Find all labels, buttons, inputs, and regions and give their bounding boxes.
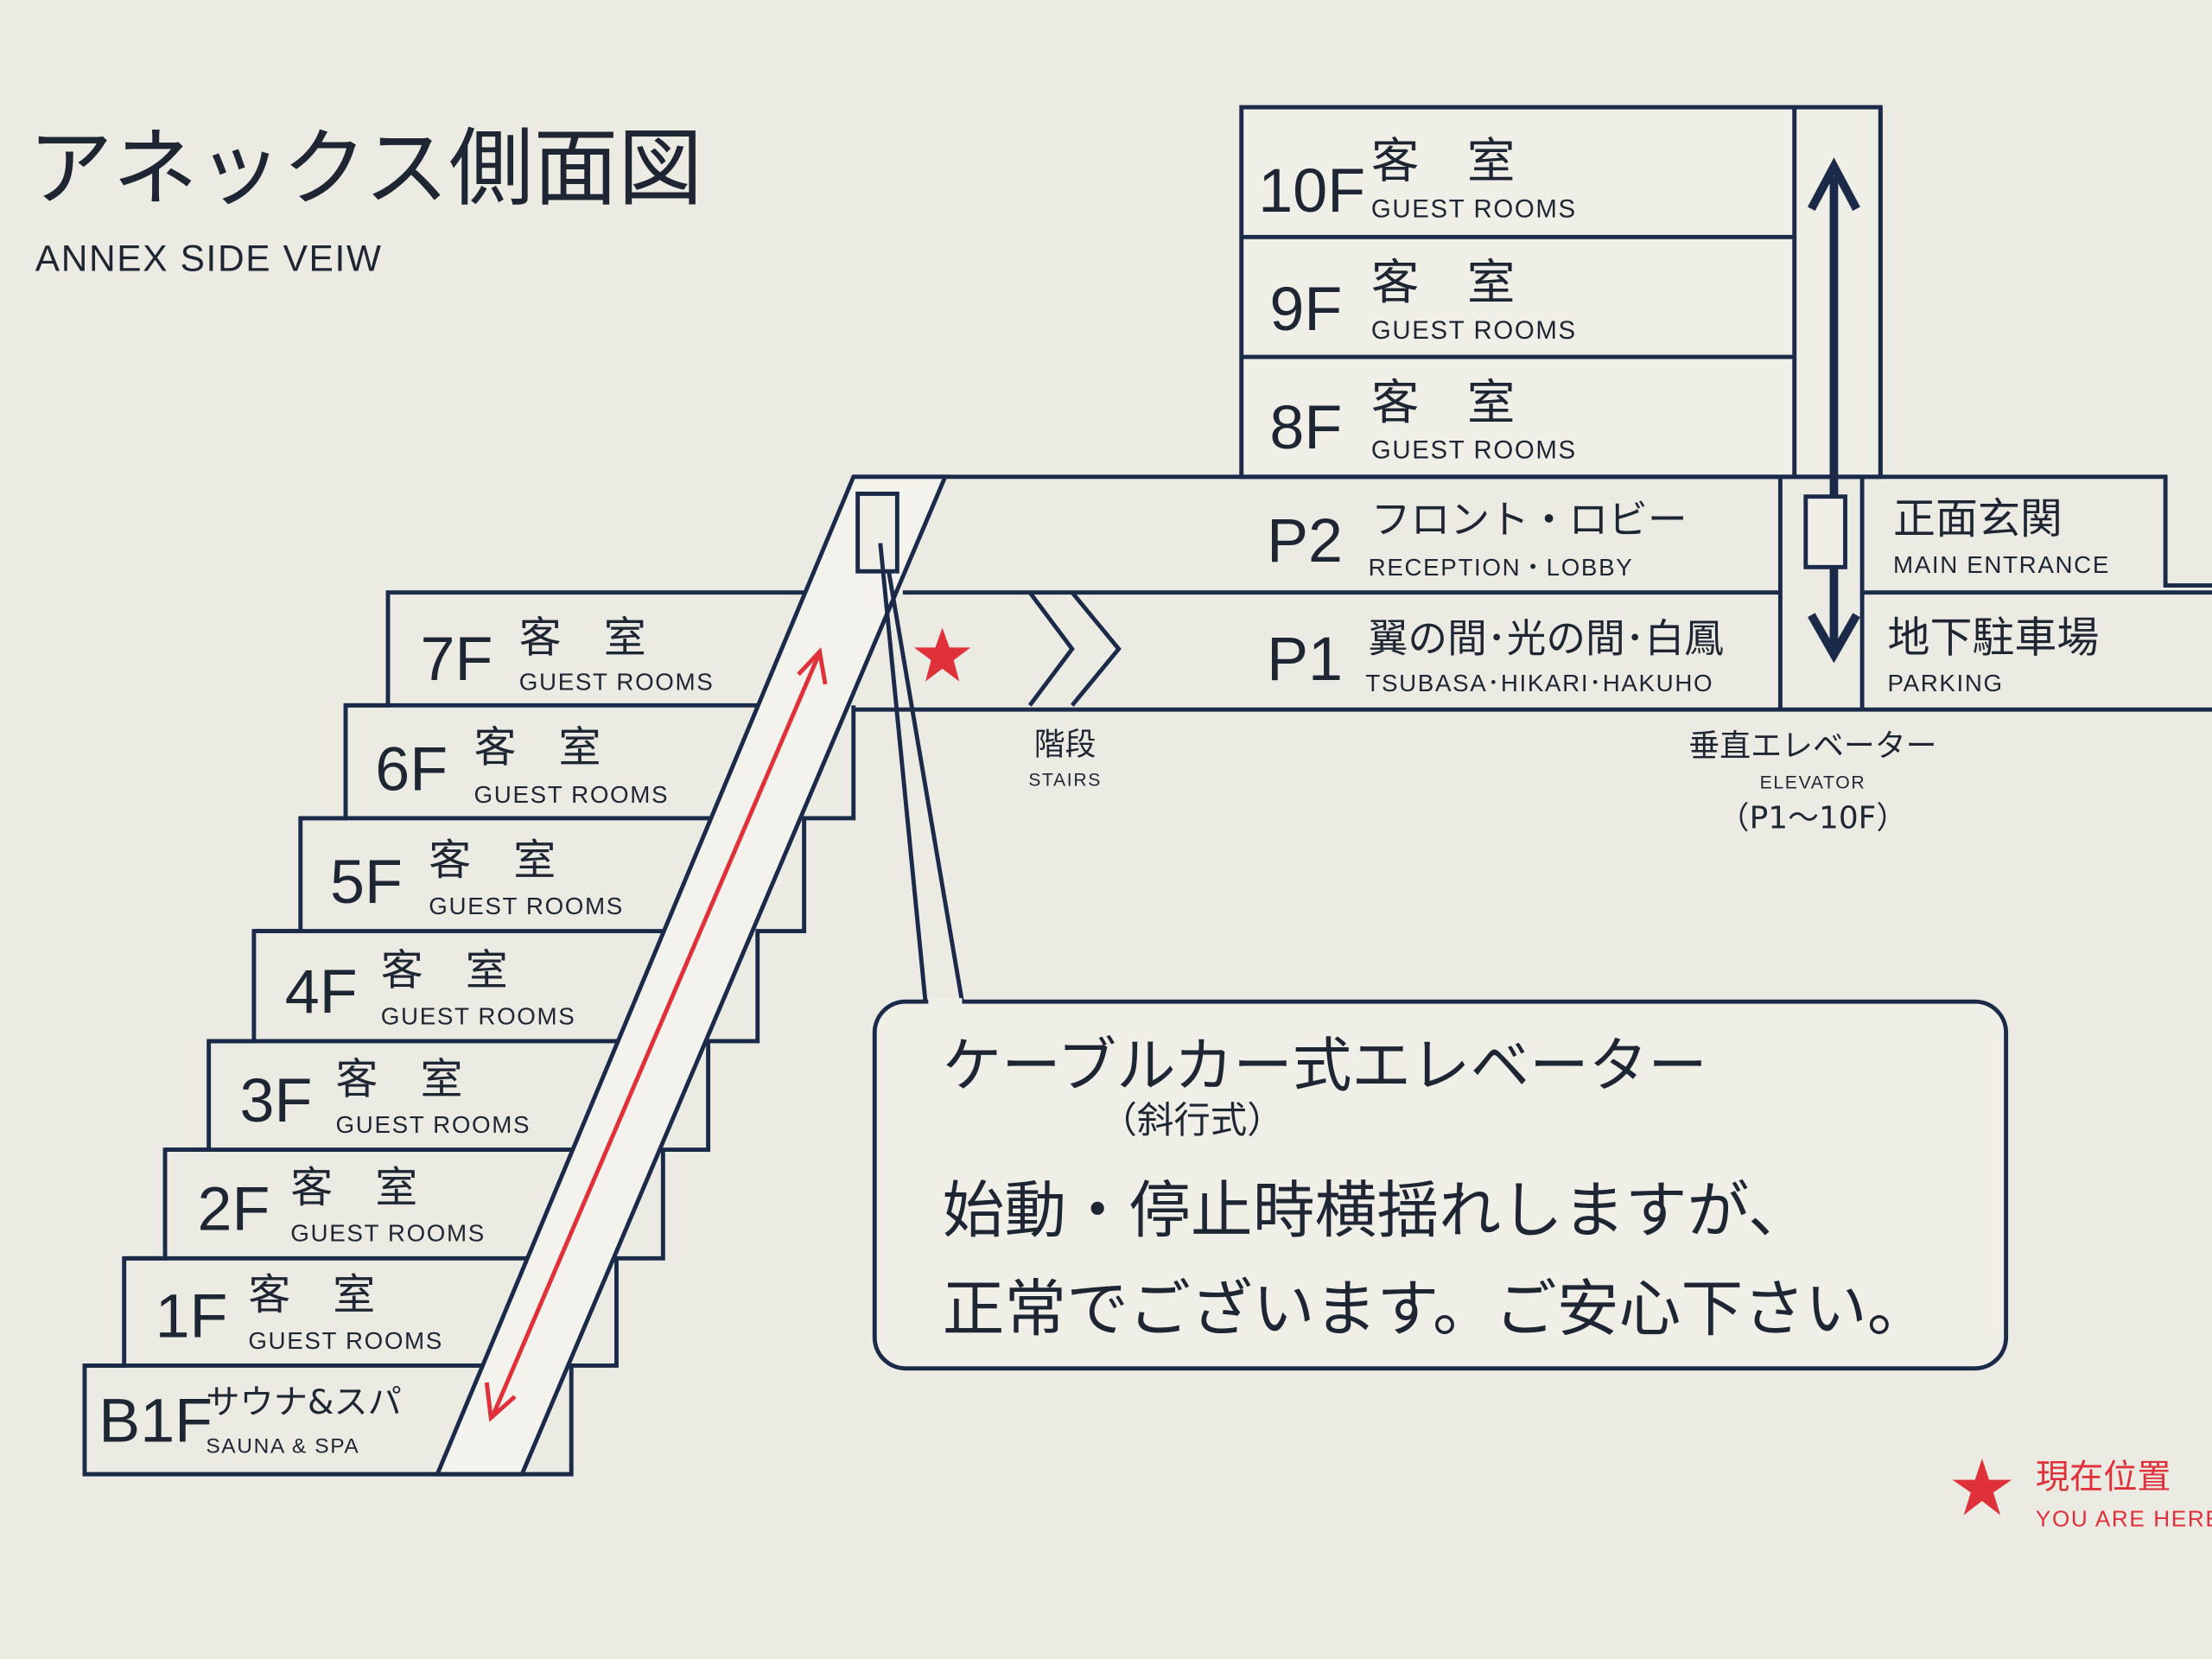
svg-text:現在位置: 現在位置	[2036, 1458, 2171, 1497]
stairs-label: 階段 STAIRS	[1028, 727, 1102, 790]
svg-text:ELEVATOR: ELEVATOR	[1760, 773, 1866, 793]
svg-text:1F: 1F	[156, 1282, 228, 1351]
svg-text:客 室: 客 室	[248, 1270, 375, 1319]
svg-text:地下駐車場: 地下駐車場	[1887, 613, 2099, 662]
elevator-label: 垂直エレベーター ELEVATOR （P1～10F）	[1688, 728, 1936, 836]
stair-floor: 1F 客 室 GUEST ROOMS	[156, 1270, 443, 1354]
svg-text:B1F: B1F	[99, 1387, 213, 1456]
tower-floor: 8F 客 室 GUEST ROOMS	[1269, 375, 1577, 465]
svg-text:翼の間･光の間･白鳳: 翼の間･光の間･白鳳	[1369, 615, 1724, 661]
star-icon	[1952, 1459, 2012, 1516]
svg-text:客 室: 客 室	[336, 1054, 463, 1103]
cable-car-double-arrow-icon	[484, 647, 828, 1422]
lobby-bands	[853, 107, 2212, 712]
svg-text:GUEST ROOMS: GUEST ROOMS	[1371, 194, 1577, 223]
svg-text:GUEST ROOMS: GUEST ROOMS	[519, 668, 715, 695]
svg-text:客 室: 客 室	[519, 613, 646, 662]
svg-text:9F: 9F	[1269, 275, 1342, 344]
svg-text:GUEST ROOMS: GUEST ROOMS	[474, 781, 670, 808]
svg-text:客 室: 客 室	[290, 1163, 417, 1212]
svg-text:6F: 6F	[375, 734, 448, 804]
svg-text:客 室: 客 室	[381, 946, 508, 995]
svg-text:始動・停止時横揺れしますが、: 始動・停止時横揺れしますが、	[943, 1173, 1810, 1246]
svg-text:8F: 8F	[1269, 393, 1342, 462]
svg-text:RECEPTION・LOBBY: RECEPTION・LOBBY	[1369, 554, 1634, 581]
svg-text:10F: 10F	[1258, 156, 1365, 226]
svg-text:GUEST ROOMS: GUEST ROOMS	[336, 1111, 531, 1138]
svg-text:P2: P2	[1267, 506, 1343, 575]
svg-text:客 室: 客 室	[1371, 375, 1516, 431]
stair-floor: 6F 客 室 GUEST ROOMS	[375, 723, 670, 808]
svg-text:2F: 2F	[198, 1175, 270, 1244]
svg-text:5F: 5F	[330, 848, 403, 917]
stair-floor: 2F 客 室 GUEST ROOMS	[198, 1163, 486, 1247]
svg-text:ケーブルカー式エレベーター: ケーブルカー式エレベーター	[943, 1032, 1707, 1101]
svg-text:フロント・ロビー: フロント・ロビー	[1371, 497, 1688, 543]
stair-building	[82, 474, 949, 1477]
svg-text:（斜行式）: （斜行式）	[1100, 1100, 1283, 1142]
tower-floor: 9F 客 室 GUEST ROOMS	[1269, 255, 1577, 345]
svg-text:客 室: 客 室	[429, 836, 556, 885]
vertical-elevator-arrow-icon	[1803, 157, 1860, 664]
svg-text:正面玄関: 正面玄関	[1893, 494, 2063, 543]
svg-text:GUEST ROOMS: GUEST ROOMS	[1371, 316, 1577, 345]
parking: 地下駐車場 PARKING	[1887, 613, 2099, 696]
cable-car-notice: ケーブルカー式エレベーター （斜行式） 始動・停止時横揺れしますが、 正常でござ…	[872, 998, 2009, 1371]
svg-text:GUEST ROOMS: GUEST ROOMS	[381, 1002, 576, 1029]
svg-text:PARKING: PARKING	[1887, 670, 2003, 696]
floor-p1: P1 翼の間･光の間･白鳳 TSUBASA･HIKARI･HAKUHO	[1267, 615, 1724, 696]
title-jp: アネックス側面図	[29, 120, 703, 219]
title-en: ANNEX SIDE VEIW	[35, 238, 383, 278]
svg-text:7F: 7F	[421, 625, 493, 694]
svg-text:垂直エレベーター: 垂直エレベーター	[1688, 728, 1936, 764]
svg-text:GUEST ROOMS: GUEST ROOMS	[248, 1327, 443, 1354]
svg-text:STAIRS: STAIRS	[1028, 770, 1102, 790]
svg-text:GUEST ROOMS: GUEST ROOMS	[429, 893, 624, 919]
main-entrance: 正面玄関 MAIN ENTRANCE	[1893, 494, 2110, 578]
svg-text:GUEST ROOMS: GUEST ROOMS	[290, 1220, 486, 1247]
floor-p2: P2 フロント・ロビー RECEPTION・LOBBY	[1267, 497, 1687, 581]
svg-text:客 室: 客 室	[474, 723, 601, 772]
svg-text:正常でございます。ご安心下さい。: 正常でございます。ご安心下さい。	[943, 1273, 1929, 1345]
stair-floor: 3F 客 室 GUEST ROOMS	[240, 1054, 531, 1138]
svg-text:客 室: 客 室	[1371, 134, 1516, 190]
current-location-star-icon	[913, 627, 971, 682]
svg-text:4F: 4F	[285, 957, 358, 1027]
svg-text:YOU ARE HERE: YOU ARE HERE	[2036, 1506, 2212, 1532]
stair-floor: 4F 客 室 GUEST ROOMS	[285, 946, 576, 1030]
tower	[1239, 105, 1883, 480]
svg-text:SAUNA & SPA: SAUNA & SPA	[206, 1435, 359, 1459]
svg-text:GUEST ROOMS: GUEST ROOMS	[1371, 436, 1577, 465]
stair-floor: 7F 客 室 GUEST ROOMS	[421, 613, 715, 695]
stair-floor: 5F 客 室 GUEST ROOMS	[330, 836, 624, 919]
svg-text:客 室: 客 室	[1371, 255, 1516, 311]
svg-text:TSUBASA･HIKARI･HAKUHO: TSUBASA･HIKARI･HAKUHO	[1365, 670, 1713, 696]
svg-text:3F: 3F	[240, 1066, 313, 1135]
svg-text:サウナ&スパ: サウナ&スパ	[206, 1383, 401, 1422]
svg-text:P1: P1	[1267, 625, 1343, 694]
callout-pointer	[878, 543, 964, 1002]
svg-text:階段: 階段	[1034, 727, 1096, 762]
svg-text:（P1～10F）: （P1～10F）	[1719, 800, 1908, 836]
tower-floor: 10F 客 室 GUEST ROOMS	[1258, 134, 1577, 226]
svg-text:MAIN ENTRANCE: MAIN ENTRANCE	[1893, 551, 2110, 578]
legend: 現在位置 YOU ARE HERE	[1952, 1458, 2212, 1532]
